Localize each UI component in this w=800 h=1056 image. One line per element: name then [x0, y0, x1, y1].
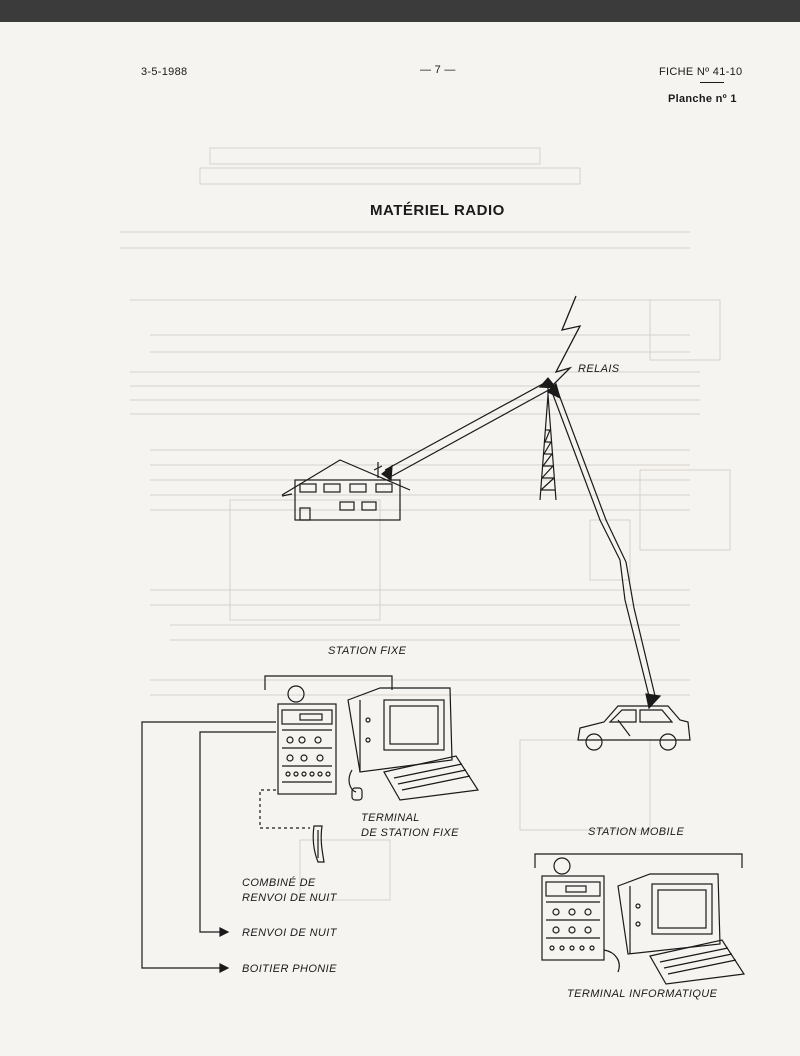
scan-top-border [0, 0, 800, 24]
fixed-terminal-icon [347, 687, 480, 801]
renvoi-de-nuit-label: RENVOI DE NUIT [242, 927, 337, 939]
station-mobile-bracket [534, 853, 743, 868]
renvoi-de-nuit-line [199, 731, 276, 937]
mobile-radio-rack-icon [541, 857, 620, 973]
night-handset-icon [312, 825, 325, 863]
mobile-terminal-icon [617, 873, 746, 985]
page-title: MATÉRIEL RADIO [370, 202, 505, 219]
station-fixe-bracket [264, 675, 393, 690]
relais-label: RELAIS [578, 363, 620, 375]
relay-tower-icon [539, 295, 582, 501]
document-date: 3-5-1988 [141, 66, 188, 78]
mobile-car-icon [577, 705, 691, 751]
terminal-informatique-label: TERMINAL INFORMATIQUE [567, 988, 718, 1000]
radio-link-to-fixed-station [380, 377, 558, 482]
building-icon [281, 459, 411, 521]
fiche-number: FICHE Nº 41-10 [659, 66, 743, 78]
handset-dashed-link [259, 789, 310, 829]
boitier-phonie-line [141, 721, 276, 973]
combine-label-line1: COMBINÉ DE [242, 877, 316, 889]
station-mobile-label: STATION MOBILE [588, 826, 685, 838]
terminal-label-line1: TERMINAL [361, 812, 420, 824]
planche-number: Planche nº 1 [668, 93, 737, 105]
terminal-label-line2: DE STATION FIXE [361, 827, 459, 839]
combine-label-line2: RENVOI DE NUIT [242, 892, 337, 904]
page-number: — 7 — [420, 64, 456, 76]
station-fixe-label: STATION FIXE [328, 645, 407, 657]
fixed-radio-rack-icon [277, 685, 337, 795]
fiche-underline [700, 82, 724, 83]
radio-link-to-mobile-station [546, 382, 662, 710]
boitier-phonie-label: BOITIER PHONIE [242, 963, 337, 975]
